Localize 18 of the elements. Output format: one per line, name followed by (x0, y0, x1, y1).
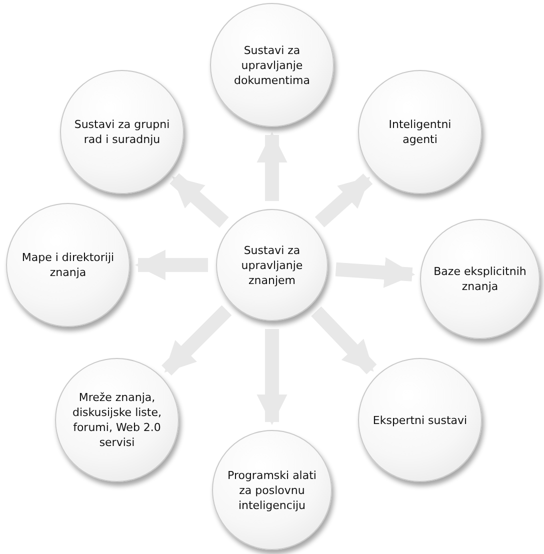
node-label: Mreže znanja, diskusijske liste, forumi, Web 2.0 servisi (71, 390, 162, 450)
block-arrow (134, 250, 208, 280)
node-label: Sustavi za upravljanje dokumentima (233, 42, 311, 88)
node-label: Sustavi za grupni rad i suradnju (73, 117, 171, 147)
block-arrow (314, 174, 373, 228)
node-label: Baze eksplicitnih znanja (432, 264, 528, 294)
block-arrow (162, 305, 232, 376)
circle-node (216, 209, 328, 321)
block-arrow (311, 306, 377, 374)
block-arrow (256, 132, 288, 201)
node-label: Mape i direktoriji znanja (20, 250, 116, 280)
node-label: Programski alati za poslovnu inteligenciju (226, 468, 318, 512)
block-arrow (256, 329, 288, 426)
node-label: Sustavi za upravljanje znanjem (240, 242, 304, 288)
block-arrow (335, 257, 416, 288)
block-arrow (170, 173, 229, 228)
node-label: Inteligentni agenti (388, 117, 452, 147)
node-label: Ekspertni sustavi (372, 412, 468, 428)
